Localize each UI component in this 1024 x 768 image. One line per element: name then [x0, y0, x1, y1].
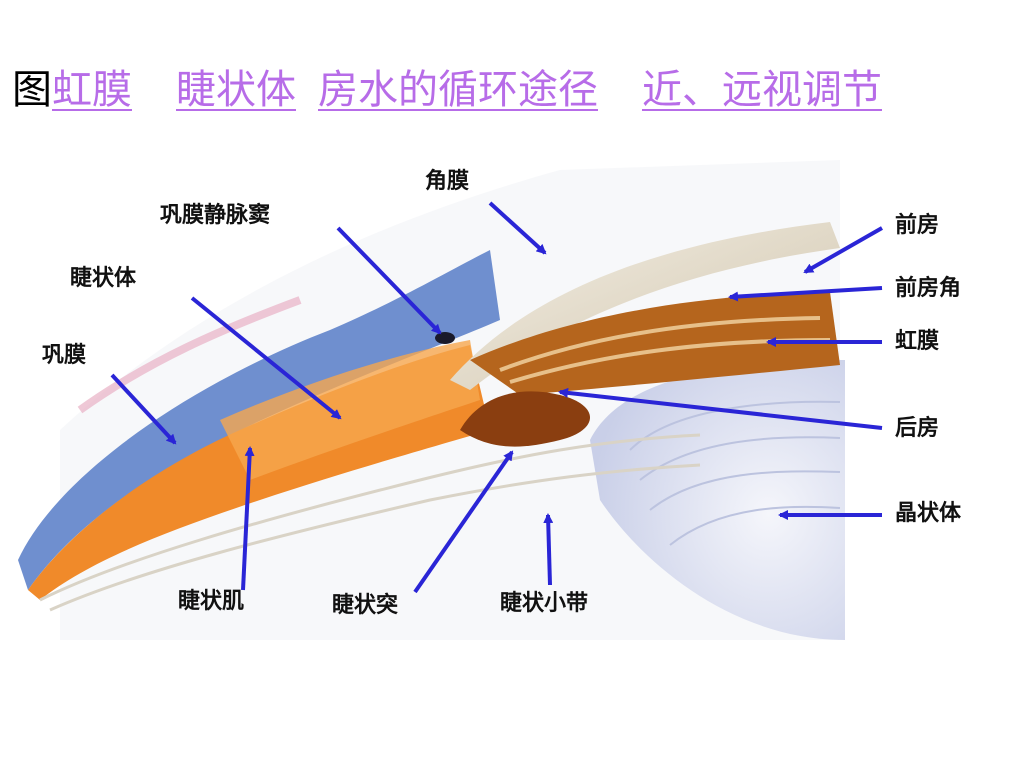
- label-scleral-venous-sinus: 巩膜静脉窦: [160, 202, 270, 228]
- arrow-ciliary-zonule: [543, 513, 554, 586]
- arrow-cornea: [488, 201, 547, 255]
- label-ciliary-zonule: 睫状小带: [500, 591, 588, 616]
- ciliary-process-shape: [435, 332, 590, 447]
- label-ciliary-body: 睫状体: [70, 266, 137, 291]
- arrow-posterior-chamber: [558, 387, 883, 430]
- link-ciliary-body[interactable]: 睫状体: [176, 67, 296, 113]
- eye-anatomy-diagram: 角膜 巩膜静脉窦 睫状体 巩膜 前房 前房角 虹膜 后房 晶状体 睫状肌 睫状突…: [18, 160, 962, 640]
- label-ciliary-process: 睫状突: [332, 592, 398, 618]
- label-ciliary-muscle: 睫状肌: [178, 589, 244, 614]
- label-iris: 虹膜: [895, 329, 939, 354]
- label-anterior-chamber: 前房: [895, 212, 939, 238]
- arrow-ciliary-process: [413, 450, 514, 594]
- label-cornea: 角膜: [425, 168, 469, 194]
- arrow-scleral-venous-sinus: [336, 226, 442, 335]
- arrow-anterior-chamber-angle: [728, 286, 883, 302]
- arrow-group: [110, 201, 883, 594]
- arrow-ciliary-muscle: [241, 446, 255, 591]
- cornea-shape: [450, 222, 840, 390]
- title-prefix: 图: [12, 67, 52, 113]
- arrow-ciliary-body: [190, 296, 342, 420]
- label-lens: 晶状体: [895, 501, 962, 526]
- label-sclera: 巩膜: [42, 343, 86, 368]
- link-iris[interactable]: 虹膜: [52, 67, 132, 113]
- link-accommodation[interactable]: 近、远视调节: [642, 67, 882, 113]
- label-group: 角膜 巩膜静脉窦 睫状体 巩膜 前房 前房角 虹膜 后房 晶状体 睫状肌 睫状突…: [42, 168, 962, 618]
- arrow-anterior-chamber: [803, 226, 883, 274]
- label-anterior-chamber-angle: 前房角: [895, 275, 961, 301]
- link-aqueous-circulation[interactable]: 房水的循环途径: [318, 67, 598, 113]
- ciliary-body-shape: [28, 340, 701, 612]
- label-posterior-chamber: 后房: [895, 415, 939, 441]
- title-bar: 图 虹膜 睫状体 房水的循环途径 近、远视调节: [12, 62, 882, 118]
- arrow-sclera: [110, 373, 177, 445]
